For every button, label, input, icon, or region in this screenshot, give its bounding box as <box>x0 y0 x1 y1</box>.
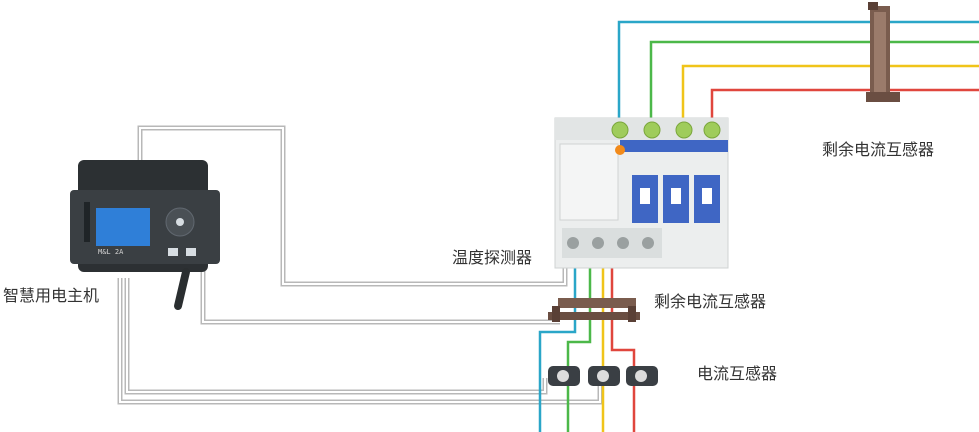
main-unit-device <box>70 160 220 310</box>
temp-probe-label: 温度探测器 <box>452 248 533 267</box>
wire-blue-top <box>617 20 979 128</box>
wire-green-bottom <box>566 245 592 432</box>
wire-green-top <box>649 40 979 128</box>
outgoing-wires <box>538 245 636 432</box>
rcd-mid-label: 剩余电流互感器 <box>654 292 767 311</box>
ct-1 <box>548 366 580 386</box>
incoming-wires <box>617 20 979 128</box>
ct-2 <box>588 366 620 386</box>
wire-red-top <box>710 88 979 128</box>
rcd-mid-device <box>548 298 640 322</box>
cable-main-to-ct-2 <box>117 278 603 405</box>
rcd-top-label: 剩余电流互感器 <box>822 140 935 159</box>
ct-3 <box>626 366 658 386</box>
wire-red-bottom <box>610 245 636 432</box>
current-transformers <box>548 366 658 386</box>
rcd-top-device <box>866 2 900 102</box>
current-transformer-label: 电流互感器 <box>697 364 778 383</box>
wire-blue-bottom <box>538 245 577 432</box>
cable-main-to-ct-1 <box>124 278 548 395</box>
main-unit-model-text: M&L 2A <box>98 248 124 256</box>
circuit-breaker <box>554 117 729 269</box>
main-unit-label: 智慧用电主机 <box>3 286 100 305</box>
